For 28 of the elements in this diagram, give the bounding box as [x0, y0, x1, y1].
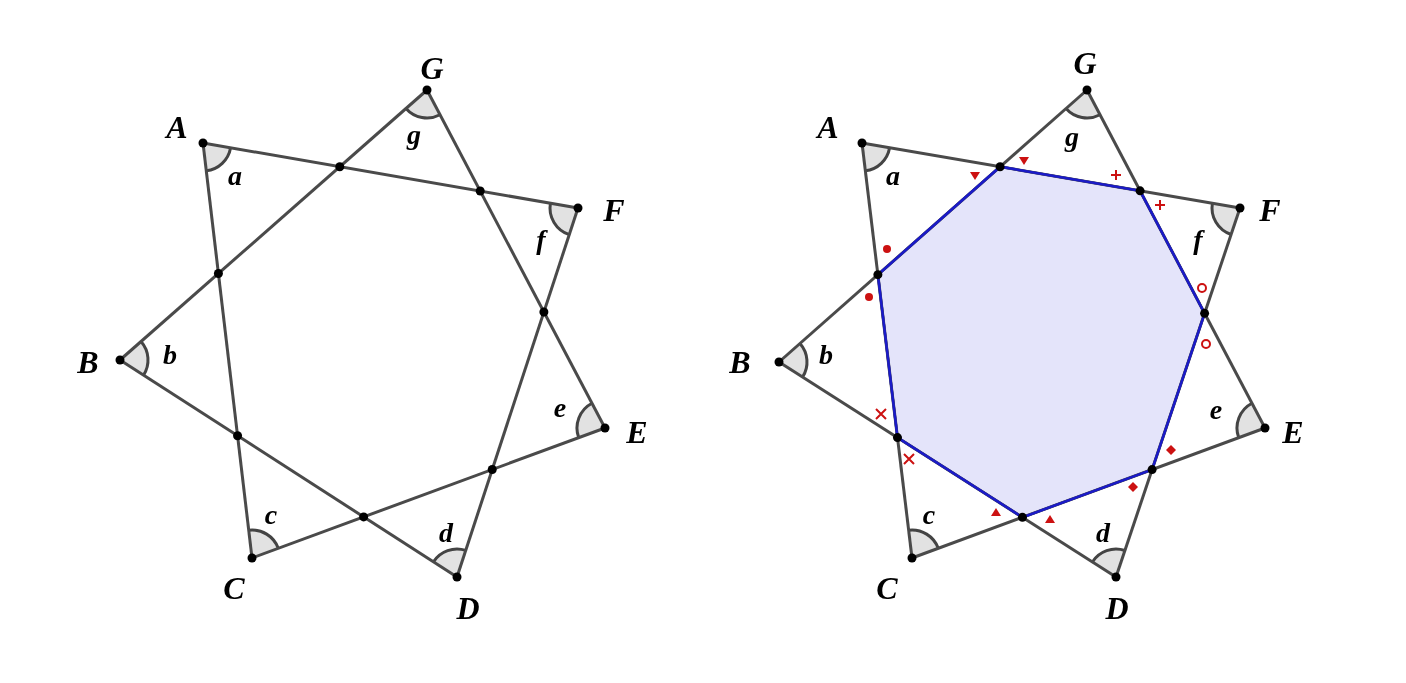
angle-label: d [1096, 519, 1110, 547]
angle-label: g [407, 121, 421, 149]
point-label: E [626, 416, 648, 448]
point-label: G [1073, 47, 1097, 79]
point-label: D [456, 592, 480, 624]
angle-label: f [536, 226, 546, 254]
point-label: A [166, 111, 188, 143]
angle-label: f [1193, 226, 1203, 254]
angle-label: e [553, 394, 567, 422]
angle-label: c [922, 501, 936, 529]
angle-label: g [1065, 123, 1079, 151]
point-label: B [77, 346, 99, 378]
angle-label: a [886, 162, 900, 190]
point-label: C [876, 572, 898, 604]
angle-label: d [439, 519, 453, 547]
angle-label: e [1209, 396, 1223, 424]
point-label: E [1282, 416, 1304, 448]
point-label: B [729, 346, 751, 378]
angle-label: b [819, 341, 833, 369]
angle-label: c [264, 501, 278, 529]
point-label: F [1259, 194, 1281, 226]
point-label: D [1105, 592, 1129, 624]
point-label: A [817, 111, 839, 143]
point-label: C [223, 572, 245, 604]
point-label: G [420, 52, 444, 84]
angle-label: a [228, 162, 242, 190]
angle-label: b [163, 341, 177, 369]
point-label: F [603, 194, 625, 226]
